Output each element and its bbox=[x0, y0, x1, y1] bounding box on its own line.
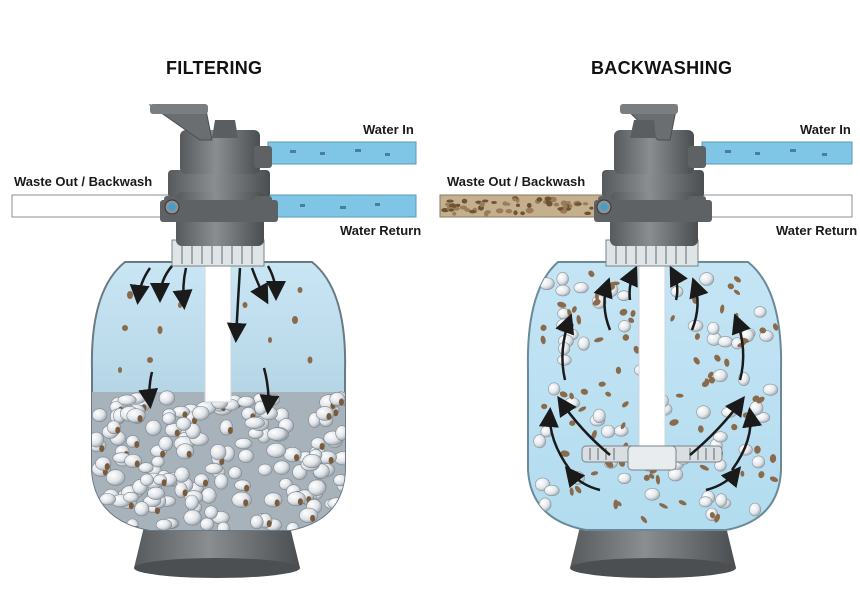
lateral-hub bbox=[581, 445, 723, 471]
waste-out-label: Waste Out / Backwash bbox=[447, 174, 586, 189]
waste-out-pipe bbox=[11, 194, 171, 218]
backwashing-title: BACKWASHING bbox=[591, 58, 733, 78]
water-return-pipe bbox=[701, 194, 853, 218]
filtering-title: FILTERING bbox=[166, 58, 263, 78]
multiport-valve bbox=[148, 104, 278, 246]
waste-out-label: Waste Out / Backwash bbox=[14, 174, 153, 189]
water-in-label: Water In bbox=[363, 122, 414, 137]
suspended-media bbox=[533, 270, 779, 524]
multiport-valve bbox=[594, 104, 712, 246]
center-pipe bbox=[204, 261, 232, 403]
water-return-label: Water Return bbox=[776, 223, 858, 238]
flow-arrows bbox=[129, 265, 286, 415]
filtering-panel: FILTERING Water In Waste Out / Backwash … bbox=[11, 58, 422, 578]
center-pipe bbox=[638, 261, 666, 463]
dirt-particles bbox=[118, 287, 313, 373]
water-return-label: Water Return bbox=[340, 223, 422, 238]
filtering-diagram bbox=[11, 104, 417, 578]
flow-arrows bbox=[538, 265, 763, 492]
backwashing-panel: BACKWASHING Water In Waste Out / Backwas… bbox=[430, 0, 860, 608]
filter-media-bed bbox=[91, 390, 346, 530]
water-in-pipe bbox=[701, 141, 853, 165]
water-in-label: Water In bbox=[800, 122, 851, 137]
backwashing-diagram bbox=[439, 104, 853, 578]
